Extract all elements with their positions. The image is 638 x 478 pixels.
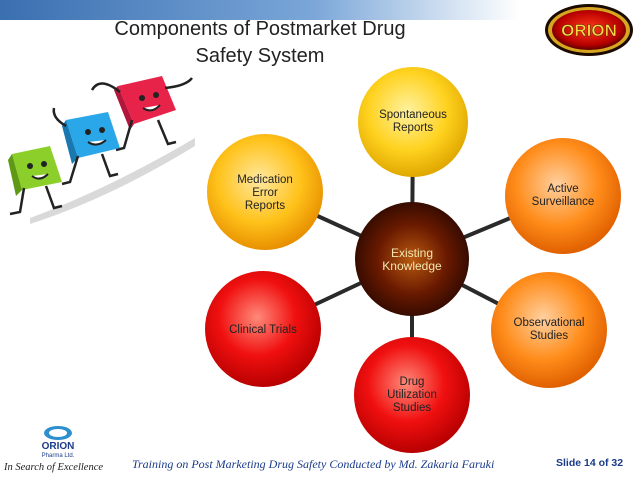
label-clinical-trials: Clinical Trials xyxy=(229,323,297,336)
cartoon-cubes-illustration xyxy=(8,76,195,224)
orion-logo-top: ORION xyxy=(545,4,633,56)
slide-title-line-2: Safety System xyxy=(195,45,325,67)
slide-number: Slide 14 of 32 xyxy=(556,457,624,469)
label-observational-studies: Observational Studies xyxy=(513,317,585,342)
label-active-surveillance: Active Surveillance xyxy=(531,183,595,208)
node-observational-studies xyxy=(491,272,607,388)
slide-title: Components of Postmarket Drug Safety Sys… xyxy=(0,16,520,70)
header-band xyxy=(0,0,520,20)
blue-cube-icon xyxy=(52,107,120,186)
green-cube-icon xyxy=(8,146,63,216)
label-drug-utilization-studies: Drug Utilization Studies xyxy=(387,375,437,414)
orion-logo-top-text: ORION xyxy=(561,21,617,40)
node-spontaneous-reports xyxy=(358,67,468,177)
node-clinical-trials xyxy=(205,271,321,387)
label-spontaneous-reports: Spontaneous Reports xyxy=(379,109,447,134)
node-active-surveillance xyxy=(505,138,621,254)
orion-pharma-logo-name: ORION xyxy=(42,441,75,452)
node-existing-knowledge xyxy=(355,202,469,316)
red-cube-icon xyxy=(90,76,193,152)
orion-pharma-logo: ORION Pharma Ltd. xyxy=(42,426,75,459)
node-medication-error-reports xyxy=(207,134,323,250)
brand-tagline: In Search of Excellence xyxy=(4,462,104,473)
slide-title-line-1: Components of Postmarket Drug xyxy=(114,18,406,40)
label-medication-error-reports: Medication Error Reports xyxy=(237,173,293,212)
orion-pharma-logo-subtitle: Pharma Ltd. xyxy=(42,453,75,459)
footer-training-text: Training on Post Marketing Drug Safety C… xyxy=(132,457,495,471)
label-existing-knowledge: Existing Knowledge xyxy=(382,246,442,273)
node-drug-utilization-studies xyxy=(354,337,470,453)
